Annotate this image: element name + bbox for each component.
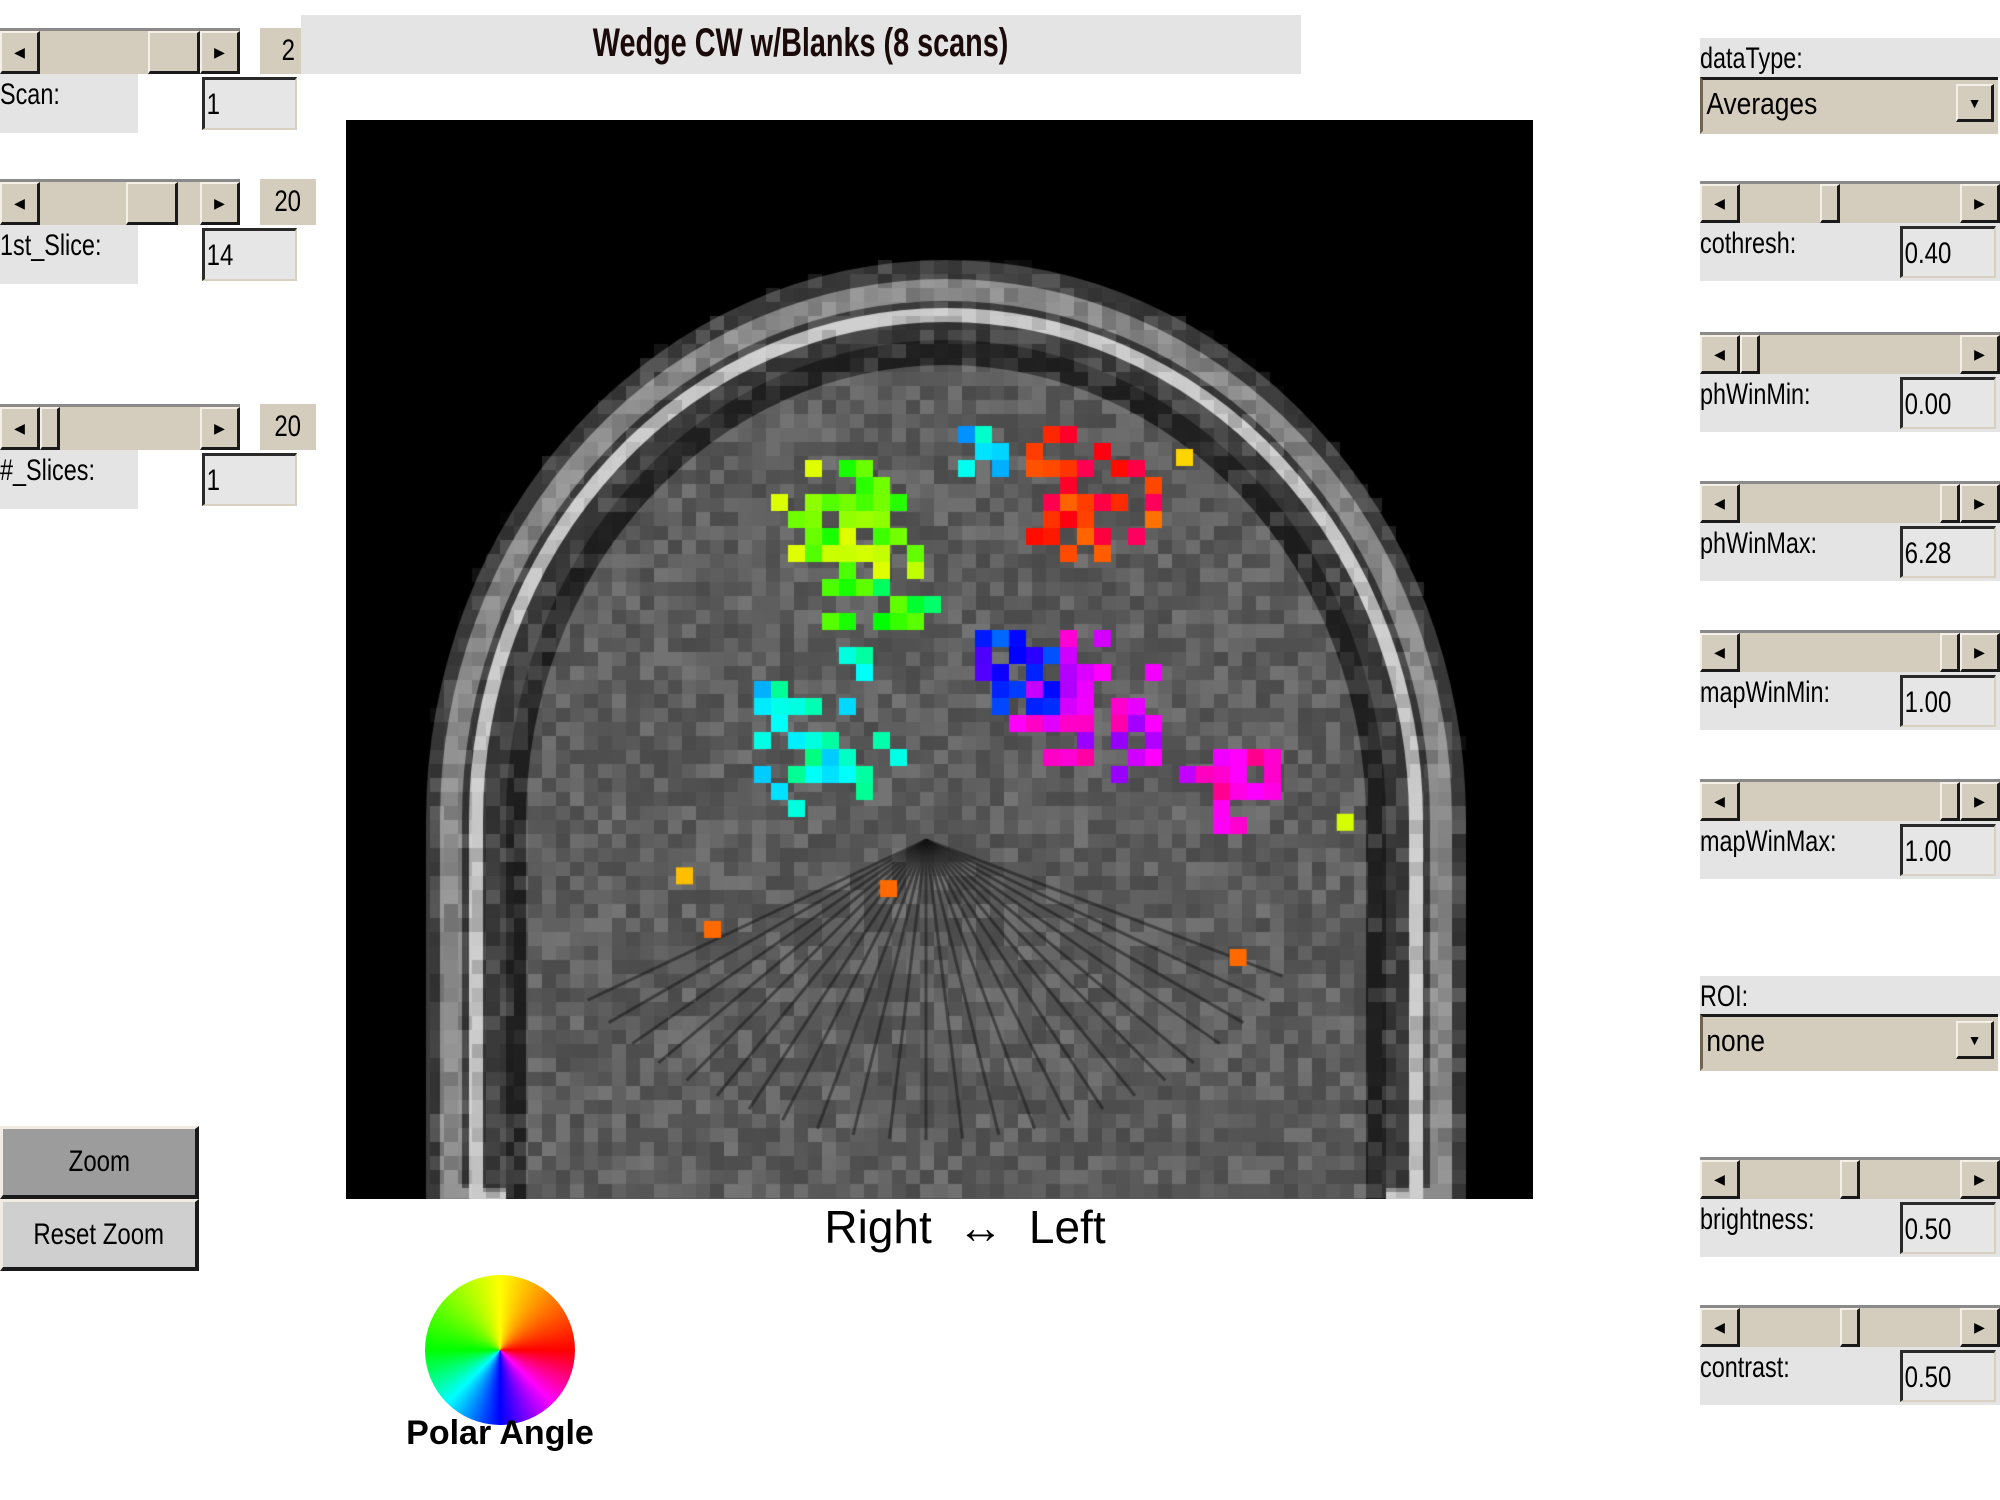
first-slice-input-text: 14 bbox=[206, 239, 234, 272]
first-slice-max-value-text: 20 bbox=[274, 185, 302, 218]
datatype-label: dataType: bbox=[1700, 38, 2000, 78]
brain-mri-image[interactable] bbox=[346, 120, 1533, 1199]
phwinmin-input-text: 0.00 bbox=[1904, 388, 1952, 421]
scroll-left-icon[interactable]: ◀ bbox=[1700, 1160, 1740, 1199]
scroll-left-icon[interactable]: ◀ bbox=[1700, 782, 1740, 821]
scroll-right-icon[interactable]: ▶ bbox=[200, 407, 240, 450]
colorwheel-label: Polar Angle bbox=[406, 1414, 594, 1452]
mapwinmin-label-text: mapWinMin: bbox=[1700, 676, 1831, 709]
brightness-slider[interactable]: ◀▶ bbox=[1700, 1157, 2000, 1199]
brightness-slider-thumb[interactable] bbox=[1840, 1160, 1860, 1199]
datatype-dropdown-value: Averages bbox=[1706, 86, 1818, 121]
contrast-label-text: contrast: bbox=[1700, 1351, 1790, 1384]
phwinmax-slider[interactable]: ◀▶ bbox=[1700, 481, 2000, 523]
scroll-left-icon[interactable]: ◀ bbox=[1700, 335, 1740, 374]
scroll-left-icon[interactable]: ◀ bbox=[0, 407, 40, 450]
scroll-right-icon[interactable]: ▶ bbox=[1960, 335, 2000, 374]
phwinmin-slider-thumb[interactable] bbox=[1740, 335, 1760, 374]
first-slice-slider-thumb[interactable] bbox=[126, 182, 179, 225]
first-slice-input[interactable]: 14 bbox=[202, 228, 297, 281]
first-slice-slider[interactable]: ◀▶ bbox=[0, 179, 240, 225]
phwinmax-input-text: 6.28 bbox=[1904, 537, 1952, 570]
zoom-button-label: Zoom bbox=[68, 1145, 130, 1178]
phwinmax-label-text: phWinMax: bbox=[1700, 527, 1818, 560]
scroll-left-icon[interactable]: ◀ bbox=[1700, 184, 1740, 223]
mapwinmax-input-text: 1.00 bbox=[1904, 835, 1952, 868]
num-slices-label-text: #_Slices: bbox=[0, 454, 95, 487]
scroll-right-icon[interactable]: ▶ bbox=[200, 182, 240, 225]
scroll-left-icon[interactable]: ◀ bbox=[1700, 633, 1740, 672]
scan-label: Scan: bbox=[0, 74, 138, 133]
roi-dropdown-value: none bbox=[1706, 1023, 1766, 1058]
brightness-label-text: brightness: bbox=[1700, 1203, 1815, 1236]
scroll-left-icon[interactable]: ◀ bbox=[1700, 1308, 1740, 1347]
scan-input[interactable]: 1 bbox=[202, 77, 297, 130]
brightness-input[interactable]: 0.50 bbox=[1900, 1202, 1996, 1254]
scan-input-text: 1 bbox=[206, 88, 220, 121]
scroll-left-icon[interactable]: ◀ bbox=[0, 31, 40, 74]
first-slice-label-text: 1st_Slice: bbox=[0, 229, 102, 262]
scan-slider-thumb[interactable] bbox=[148, 31, 200, 74]
datatype-label-text: dataType: bbox=[1700, 42, 1803, 75]
num-slices-slider[interactable]: ◀▶ bbox=[0, 404, 240, 450]
contrast-slider-thumb[interactable] bbox=[1840, 1308, 1860, 1347]
num-slices-slider-thumb[interactable] bbox=[40, 407, 60, 450]
contrast-slider[interactable]: ◀▶ bbox=[1700, 1305, 2000, 1347]
num-slices-max-value: 20 bbox=[260, 404, 316, 450]
page-title: Wedge CW w/Blanks (8 scans) bbox=[593, 21, 1009, 65]
cothresh-slider[interactable]: ◀▶ bbox=[1700, 181, 2000, 223]
num-slices-input-text: 1 bbox=[206, 464, 220, 497]
title-bar: Wedge CW w/Blanks (8 scans) bbox=[301, 15, 1301, 74]
scroll-right-icon[interactable]: ▶ bbox=[1960, 1308, 2000, 1347]
first-slice-label: 1st_Slice: bbox=[0, 225, 138, 284]
scroll-right-icon[interactable]: ▶ bbox=[1960, 184, 2000, 223]
datatype-dropdown[interactable]: Averages ▼ bbox=[1700, 77, 1998, 134]
mapwinmax-label-text: mapWinMax: bbox=[1700, 825, 1837, 858]
contrast-input-text: 0.50 bbox=[1904, 1361, 1952, 1394]
scroll-right-icon[interactable]: ▶ bbox=[200, 31, 240, 74]
scan-label-text: Scan: bbox=[0, 78, 60, 111]
scroll-right-icon[interactable]: ▶ bbox=[1960, 633, 2000, 672]
phwinmax-input[interactable]: 6.28 bbox=[1900, 526, 1996, 578]
zoom-button[interactable]: Zoom bbox=[0, 1126, 199, 1199]
roi-label-text: ROI: bbox=[1700, 980, 1749, 1013]
cothresh-slider-thumb[interactable] bbox=[1820, 184, 1840, 223]
scan-max-value-text: 2 bbox=[281, 34, 295, 67]
mapwinmin-input[interactable]: 1.00 bbox=[1900, 675, 1996, 727]
phwinmax-slider-thumb[interactable] bbox=[1940, 484, 1960, 523]
reset-zoom-button[interactable]: Reset Zoom bbox=[0, 1199, 199, 1271]
scroll-right-icon[interactable]: ▶ bbox=[1960, 782, 2000, 821]
num-slices-max-value-text: 20 bbox=[274, 410, 302, 443]
orientation-label: Right ↔ Left bbox=[824, 1201, 1106, 1253]
cothresh-input-text: 0.40 bbox=[1904, 237, 1952, 270]
first-slice-max-value: 20 bbox=[260, 179, 316, 225]
mapwinmax-slider-thumb[interactable] bbox=[1940, 782, 1960, 821]
chevron-down-icon[interactable]: ▼ bbox=[1956, 84, 1994, 122]
chevron-down-icon[interactable]: ▼ bbox=[1956, 1021, 1994, 1059]
mapwinmax-input[interactable]: 1.00 bbox=[1900, 824, 1996, 876]
brightness-input-text: 0.50 bbox=[1904, 1213, 1952, 1246]
scroll-right-icon[interactable]: ▶ bbox=[1960, 1160, 2000, 1199]
phwinmin-input[interactable]: 0.00 bbox=[1900, 377, 1996, 429]
mapwinmin-input-text: 1.00 bbox=[1904, 686, 1952, 719]
mapwinmin-slider-thumb[interactable] bbox=[1940, 633, 1960, 672]
phwinmin-label-text: phWinMin: bbox=[1700, 378, 1811, 411]
roi-label: ROI: bbox=[1700, 976, 2000, 1016]
cothresh-label-text: cothresh: bbox=[1700, 227, 1797, 260]
phwinmin-slider[interactable]: ◀▶ bbox=[1700, 332, 2000, 374]
reset-zoom-button-label: Reset Zoom bbox=[33, 1217, 165, 1251]
scroll-left-icon[interactable]: ◀ bbox=[0, 182, 40, 225]
scan-slider[interactable]: ◀▶ bbox=[0, 28, 240, 74]
mapwinmax-slider[interactable]: ◀▶ bbox=[1700, 779, 2000, 821]
scroll-right-icon[interactable]: ▶ bbox=[1960, 484, 2000, 523]
num-slices-input[interactable]: 1 bbox=[202, 453, 297, 506]
scroll-left-icon[interactable]: ◀ bbox=[1700, 484, 1740, 523]
contrast-input[interactable]: 0.50 bbox=[1900, 1350, 1996, 1402]
num-slices-label: #_Slices: bbox=[0, 450, 138, 509]
roi-dropdown[interactable]: none ▼ bbox=[1700, 1014, 1998, 1071]
cothresh-input[interactable]: 0.40 bbox=[1900, 226, 1996, 278]
mapwinmin-slider[interactable]: ◀▶ bbox=[1700, 630, 2000, 672]
polar-angle-colorwheel bbox=[425, 1275, 575, 1425]
